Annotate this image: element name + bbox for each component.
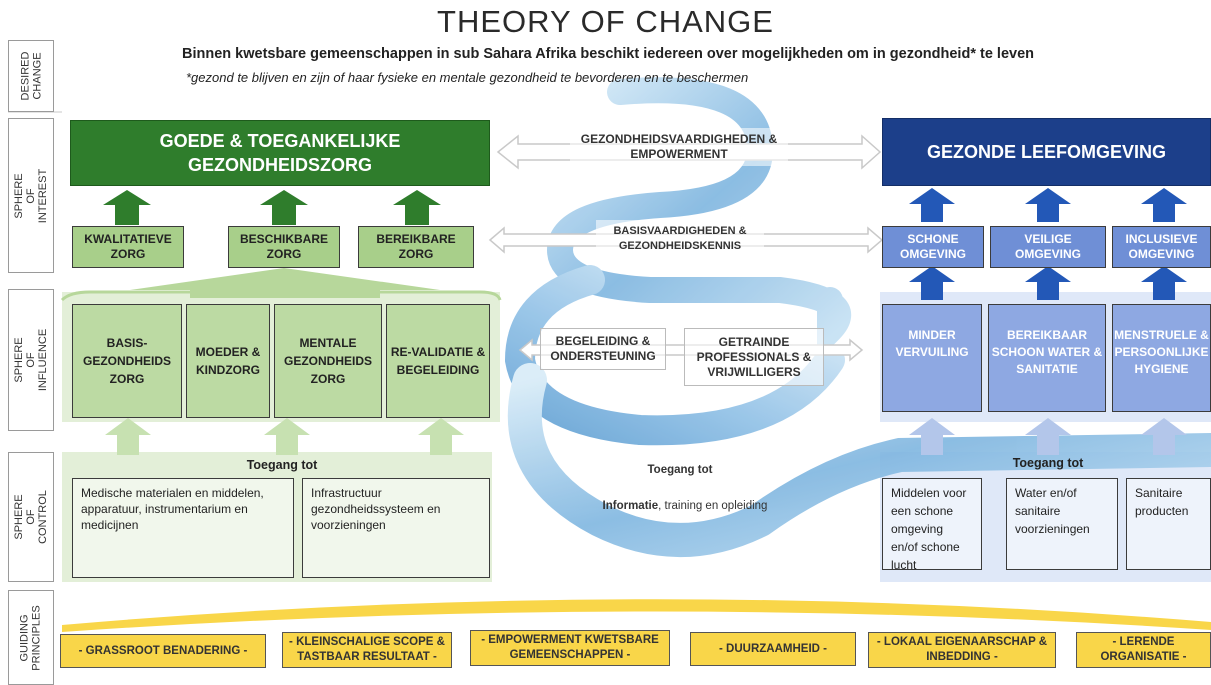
principle-empowerment: - EMPOWERMENT KWETSBARE GEMEENSCHAPPEN - xyxy=(470,630,670,666)
control-medische-materialen: Medische materialen en middelen, apparat… xyxy=(72,478,294,578)
row-label-influence: SPHERE OF INFLUENCE xyxy=(8,289,54,431)
row-label-interest: SPHERE OF INTEREST xyxy=(8,118,54,273)
middle-begeleiding: BEGELEIDING & ONDERSTEUNING xyxy=(540,328,666,370)
desired-change-footnote: *gezond te blijven en zijn of haar fysie… xyxy=(186,70,749,85)
up-arrows-blue-dark xyxy=(909,188,1187,300)
principle-lokaal-eigenaarschap: - LOKAAL EIGENAARSCHAP & INBEDDING - xyxy=(868,632,1056,668)
middle-basisvaardigheden: BASISVAARDIGHEDEN & GEZONDHEIDSKENNIS xyxy=(596,220,764,258)
box-kwalitatieve-zorg: KWALITATIEVE ZORG xyxy=(72,226,184,268)
header-gezonde-leefomgeving: GEZONDE LEEFOMGEVING xyxy=(882,118,1211,186)
box-bereikbare-zorg: BEREIKBARE ZORG xyxy=(358,226,474,268)
up-arrows-blue-light xyxy=(909,418,1187,455)
control-sanitaire-producten: Sanitaire producten xyxy=(1126,478,1211,570)
box-mentale-gezondheidszorg: MENTALE GEZONDHEIDS ZORG xyxy=(274,304,382,418)
principle-kleinschalige-scope: - KLEINSCHALIGE SCOPE & TASTBAAR RESULTA… xyxy=(282,632,452,668)
box-schoon-water: BEREIKBAAR SCHOON WATER & SANITATIE xyxy=(988,304,1106,412)
up-arrows-green-large xyxy=(103,190,441,225)
box-schone-omgeving: SCHONE OMGEVING xyxy=(882,226,984,268)
middle-control-text: Informatie, training en opleiding xyxy=(560,500,810,512)
box-moeder-kindzorg: MOEDER & KINDZORG xyxy=(186,304,270,418)
principle-lerende-organisatie: - LERENDE ORGANISATIE - xyxy=(1076,632,1211,668)
page-title: THEORY OF CHANGE xyxy=(437,4,774,39)
row-label-control: SPHERE OF CONTROL xyxy=(8,452,54,582)
principle-duurzaamheid: - DUURZAAMHEID - xyxy=(690,632,856,666)
up-arrows-green-light xyxy=(105,418,464,455)
big-arrow-green xyxy=(130,268,440,298)
box-revalidatie: RE-VALIDATIE & BEGELEIDING xyxy=(386,304,490,418)
spiral-graphic xyxy=(504,77,1211,557)
principle-grassroot: - GRASSROOT BENADERING - xyxy=(60,634,266,668)
guiding-arc xyxy=(62,599,1211,632)
box-inclusieve-omgeving: INCLUSIEVE OMGEVING xyxy=(1112,226,1211,268)
middle-gezondheidsvaardigheden: GEZONDHEIDSVAARDIGHEDEN & EMPOWERMENT xyxy=(570,128,788,166)
middle-access-label: Toegang tot xyxy=(647,464,713,476)
box-beschikbare-zorg: BESCHIKBARE ZORG xyxy=(228,226,340,268)
row-label-desired: DESIRED CHANGE xyxy=(8,40,54,112)
desired-change-statement: Binnen kwetsbare gemeenschappen in sub S… xyxy=(182,46,1034,62)
box-minder-vervuiling: MINDER VERVUILING xyxy=(882,304,982,412)
box-basisgezondheidszorg: BASIS-GEZONDHEIDS ZORG xyxy=(72,304,182,418)
middle-control-text-bold: Informatie xyxy=(602,500,659,512)
box-menstruele-hygiene: MENSTRUELE & PERSOONLIJKE HYGIENE xyxy=(1112,304,1211,412)
control-water-sanitaire: Water en/of sanitaire voorzieningen xyxy=(1006,478,1118,570)
control-middelen-schone-omgeving: Middelen voor een schone omgeving en/of … xyxy=(882,478,982,572)
header-goede-zorg: GOEDE & TOEGANKELIJKE GEZONDHEIDSZORG xyxy=(70,120,490,186)
box-veilige-omgeving: VEILIGE OMGEVING xyxy=(990,226,1106,268)
middle-control-text-rest: , training en opleiding xyxy=(658,500,768,512)
middle-getrainde-professionals: GETRAINDE PROFESSIONALS & VRIJWILLIGERS xyxy=(684,328,824,386)
right-access-label: Toegang tot xyxy=(1012,456,1084,470)
control-infrastructuur: Infrastructuur gezondheidssysteem en voo… xyxy=(302,478,490,578)
left-access-label: Toegang tot xyxy=(246,458,318,472)
row-label-guiding: GUIDING PRINCIPLES xyxy=(8,590,54,685)
